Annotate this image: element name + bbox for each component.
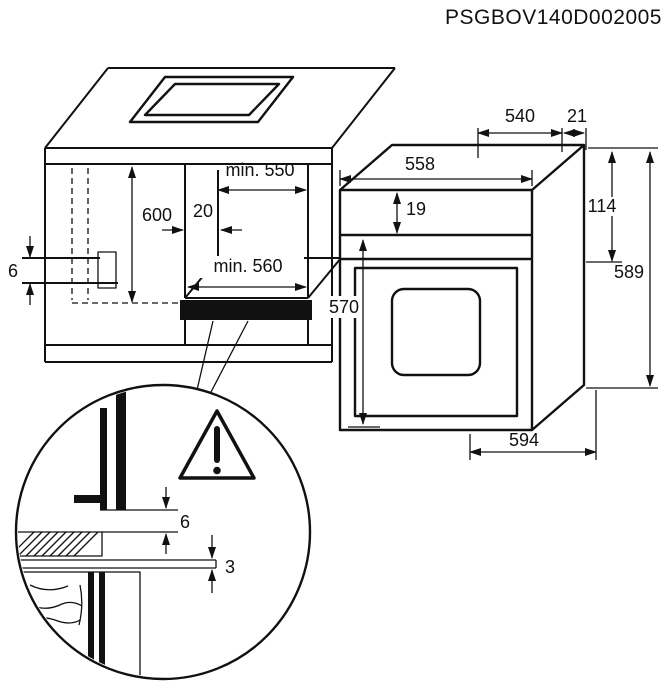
dim-rear-gap: 6 <box>8 236 34 305</box>
dim-panel-gap: 6 <box>162 487 190 554</box>
dim-width-top-label: 558 <box>405 154 435 174</box>
dim-total-depth-label: 594 <box>509 430 539 450</box>
dim-width-top: 558 <box>339 154 533 186</box>
dim-top-inset: 19 <box>393 192 426 234</box>
dim-rear-gap-label: 6 <box>8 261 18 281</box>
dim-side-clearance-label: 20 <box>193 201 213 221</box>
dim-rear-clearance: 21 <box>563 106 587 150</box>
dim-trim-gap: 3 <box>208 535 235 593</box>
hidden-edges <box>71 168 180 304</box>
dim-depth-top: 540 <box>477 106 563 158</box>
dim-trim-gap-label: 3 <box>225 557 235 577</box>
dim-total-height-label: 589 <box>614 262 644 282</box>
plinth-board-edge <box>97 251 117 289</box>
detail-section <box>18 387 217 677</box>
dim-panel-gap-label: 6 <box>180 512 190 532</box>
callout-wedge <box>196 320 249 393</box>
dim-rear-clearance-label: 21 <box>567 106 587 126</box>
dim-depth-top-label: 540 <box>505 106 535 126</box>
detail-view: 6 3 <box>14 320 312 681</box>
dim-niche-height: 600 <box>128 166 172 303</box>
detail-circle <box>14 383 312 681</box>
model-code: PSGBOV140D002005 <box>445 6 662 29</box>
cooktop <box>128 75 295 124</box>
dim-niche-height-label: 600 <box>142 205 172 225</box>
panel-ledge <box>74 495 101 503</box>
dim-total-depth: 594 <box>469 390 597 460</box>
dim-door-height: 570 <box>328 239 380 428</box>
dim-control-panel-height-label: 114 <box>588 196 617 216</box>
dim-niche-depth: min. 550 <box>217 160 307 194</box>
rear-panel-bar <box>116 387 126 510</box>
dim-top-inset-label: 19 <box>406 199 426 219</box>
dim-side-clearance: 20 <box>162 201 242 234</box>
dim-niche-width: min. 560 <box>187 256 307 291</box>
cabinet-view: min. 550 20 600 6 min. 560 <box>8 67 396 363</box>
dim-niche-depth-label: min. 550 <box>225 160 294 180</box>
oven-view: 558 540 21 19 114 589 <box>328 106 658 460</box>
oven-door-window <box>390 287 482 377</box>
dim-control-panel-height: 114 <box>586 151 622 263</box>
trim-board <box>20 559 217 569</box>
wood-section <box>21 571 141 677</box>
oven-body <box>338 143 586 432</box>
dim-niche-width-label: min. 560 <box>213 256 282 276</box>
warning-triangle-icon <box>178 409 256 480</box>
dim-door-height-label: 570 <box>329 297 359 317</box>
rear-panel-bar-2 <box>100 408 107 510</box>
plinth-strip <box>180 300 312 320</box>
worktop-section <box>18 531 103 557</box>
dim-total-height: 589 <box>586 147 658 389</box>
